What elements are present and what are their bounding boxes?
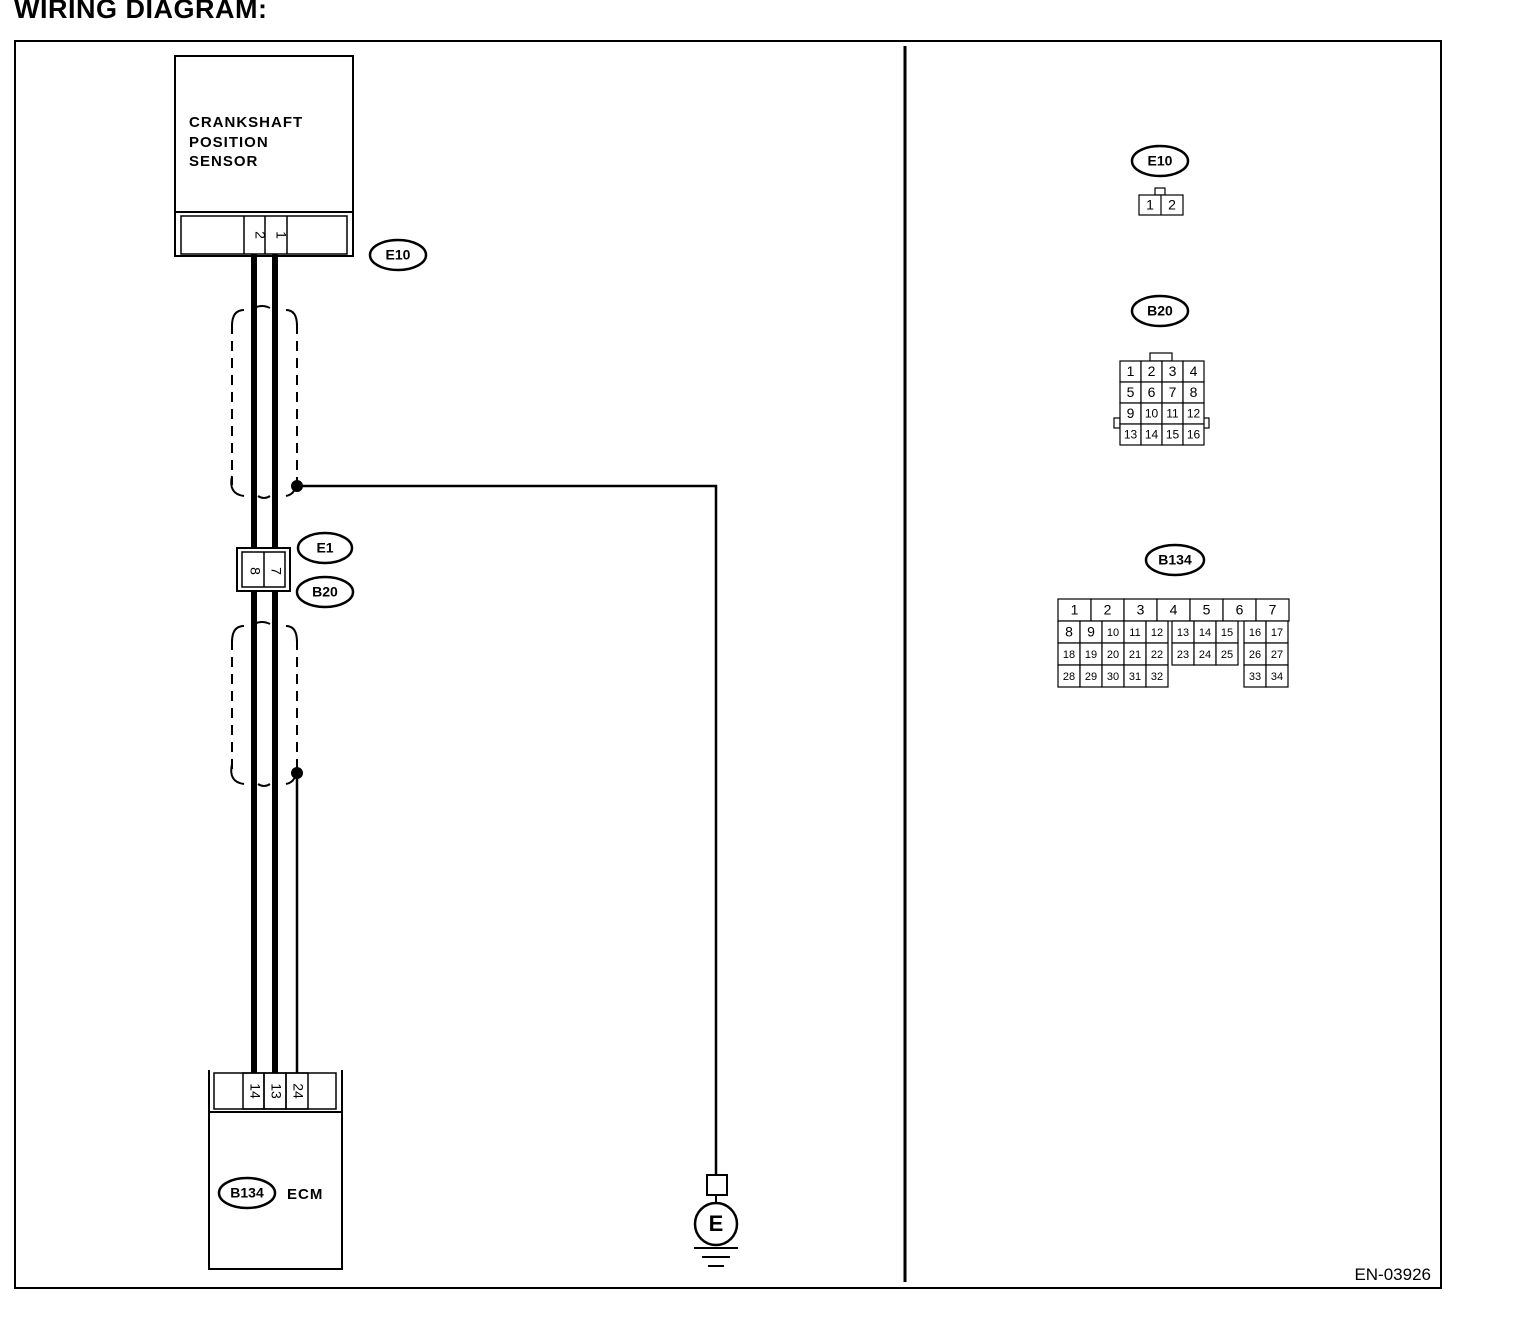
connector-pin-number: 32 [1151,671,1163,683]
connector-pin-number: 6 [1148,384,1156,400]
shield-ground-wire [291,480,718,1175]
connector-pin-number: 13 [1177,627,1189,639]
connector-pin-number: 33 [1249,671,1261,683]
sensor-pin-1: 1 [273,231,289,239]
sensor-label-line-1: CRANKSHAFT [189,114,303,131]
connector-pin-number: 26 [1249,649,1261,661]
connector-pin-number: 12 [1151,627,1163,639]
connector-pin-number: 13 [1124,428,1138,442]
connector-pin-number: 18 [1063,649,1075,661]
connector-pin-number: 15 [1166,428,1180,442]
connector-pin-number: 4 [1190,363,1198,379]
connector-pin-number: 28 [1063,671,1075,683]
connector-pin-number: 30 [1107,671,1119,683]
sensor-label-line-3: SENSOR [189,153,258,170]
connector-pin-number: 15 [1221,627,1233,639]
connector-pin-cell [1182,423,1205,446]
connector-pin-number: 1 [1071,602,1079,618]
ecm-pin-14: 14 [247,1083,263,1099]
shield-lower [230,621,298,787]
connector-pin-number: 3 [1137,602,1145,618]
connector-pin-number: 24 [1199,649,1211,661]
connector-pin-cell [1215,642,1239,666]
b134-view-title: B134 [1158,552,1192,568]
connector-tag-e1: E1 [296,531,354,565]
diagram-title: WIRING DIAGRAM: [14,0,268,24]
connector-pin-number: 14 [1199,627,1211,639]
connector-pin-number: 20 [1107,649,1119,661]
diagram-frame [14,40,1442,1289]
joint-connector: 8 7 [236,547,291,592]
connector-pin-number: 31 [1129,671,1141,683]
crankshaft-position-sensor: CRANKSHAFT POSITION SENSOR 2 1 [174,55,354,257]
connector-pin-number: 1 [1127,363,1135,379]
connector-pin-number: 7 [1269,602,1277,618]
joint-pin-7: 7 [268,567,284,575]
shield-ecm-wire [291,767,303,1073]
connector-pin-number: 2 [1104,602,1112,618]
connector-pin-number: 10 [1145,407,1159,421]
connector-pin-number: 9 [1087,624,1095,640]
connector-tag-e10: E10 [368,238,428,272]
sensor-label-line-2: POSITION [189,134,269,151]
connector-pin-number: 5 [1127,384,1135,400]
connector-pin-number: 21 [1129,649,1141,661]
connector-pin-number: 16 [1249,627,1261,639]
sensor-pin-2: 2 [252,231,268,239]
svg-text:E10: E10 [386,247,411,263]
connector-pin-number: 14 [1145,428,1159,442]
connector-pin-number: 7 [1169,384,1177,400]
connector-tag-b134: B134 [230,1185,264,1201]
connector-pin-number: 12 [1187,407,1201,421]
connector-pin-number: 10 [1107,627,1119,639]
svg-text:E1: E1 [316,540,333,556]
connector-pin-number: 5 [1203,602,1211,618]
ecm-unit: 14 13 24 B134 ECM [208,1070,343,1270]
connector-pin-number: 17 [1271,627,1283,639]
connector-pin-number: 11 [1129,627,1140,639]
connector-pin-number: 4 [1170,602,1178,618]
connector-pin-number: 6 [1236,602,1244,618]
e10-view-pin-1: 1 [1146,197,1154,213]
connector-pin-number: 8 [1065,624,1073,640]
connector-pin-number: 8 [1190,384,1198,400]
connector-pin-number: 16 [1187,428,1201,442]
b20-view-title: B20 [1147,303,1173,319]
connector-pin-number: 19 [1085,649,1097,661]
ecm-label: ECM [287,1186,323,1203]
connector-pin-number: 23 [1177,649,1189,661]
joint-pin-8: 8 [247,567,263,575]
ground-label: E [709,1211,724,1236]
connector-pin-cell [1265,664,1289,688]
e10-view-pin-2: 2 [1168,197,1176,213]
signal-wires [251,254,278,1073]
connector-pin-number: 11 [1166,407,1179,421]
shield-upper [230,305,298,499]
connector-pin-number: 27 [1271,649,1283,661]
connector-pin-number: 25 [1221,649,1233,661]
ground-symbol: E [693,1174,739,1267]
ecm-pin-24: 24 [290,1083,306,1099]
connector-tag-b20: B20 [295,575,355,609]
connector-pin-number: 9 [1127,405,1135,421]
ecm-pin-13: 13 [268,1083,284,1099]
connector-view-e10: E10 1 2 [1130,144,1190,216]
svg-text:B20: B20 [312,584,338,600]
figure-code: EN-03926 [1354,1265,1431,1284]
e10-view-title: E10 [1148,153,1173,169]
connector-pin-number: 22 [1151,649,1163,661]
connector-pin-number: 3 [1169,363,1177,379]
connector-pin-number: 2 [1148,363,1156,379]
connector-pin-cell [1145,664,1169,688]
connector-pin-number: 34 [1271,671,1283,683]
connector-pin-number: 29 [1085,671,1097,683]
